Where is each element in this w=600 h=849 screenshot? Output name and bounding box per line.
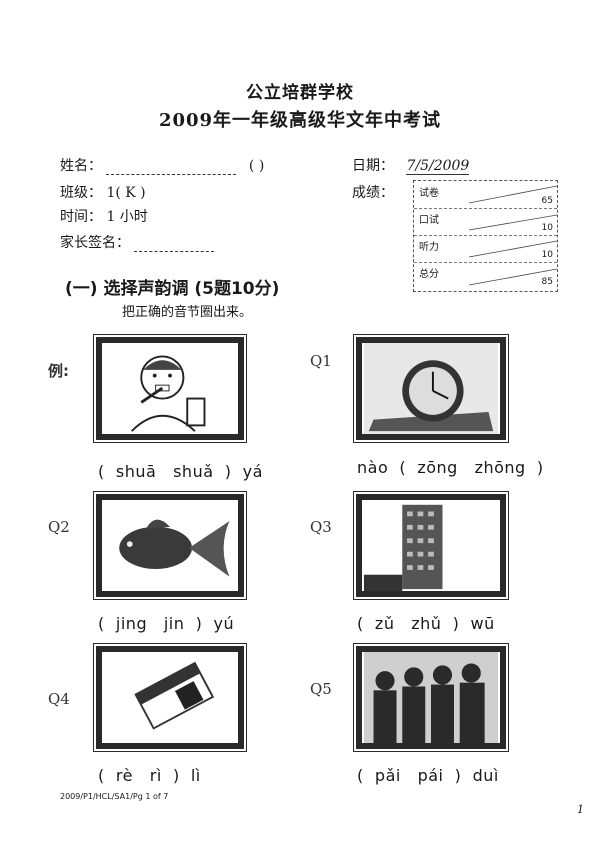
goldfish-icon (119, 519, 230, 577)
time-value: 1 小时 (106, 209, 148, 225)
parent-signature-label: 家长签名： (60, 235, 130, 251)
example-label: 例: (48, 362, 69, 380)
name-line: 姓名： ( ) (60, 155, 264, 175)
name-label: 姓名： (60, 158, 102, 174)
score-row-total: 总分 85 (419, 269, 553, 287)
time-line: 时间： 1 小时 (60, 206, 148, 226)
q5-label: Q5 (310, 680, 332, 698)
q1-pinyin: nào ( zōng zhōng ) (357, 458, 544, 477)
section-title: (一) 选择声韵调 (5题10分) (65, 279, 280, 299)
q4-label: Q4 (48, 690, 70, 708)
apartment-building-icon (363, 504, 443, 591)
class-line: 班级： 1( K ) (60, 182, 146, 202)
q1-label: Q1 (310, 352, 332, 370)
exam-title: 2009年一年级高级华文年中考试 (158, 110, 442, 131)
q3-picture-building (353, 491, 509, 600)
toothbrush-boy-icon (131, 355, 206, 432)
score-row-listening: 听力 10 (414, 235, 557, 263)
class-label: 班级： (60, 185, 102, 201)
q3-pinyin: ( zǔ zhǔ ) wū (357, 614, 495, 633)
score-table: 试卷 65 口试 10 听力 10 总分 85 (413, 180, 558, 292)
date-label: 日期： (352, 158, 394, 174)
page-footer-code: 2009/P1/HCL/SA1/Pg 1 of 7 (60, 792, 169, 801)
q2-label: Q2 (48, 518, 70, 536)
score-row-oral: 口试 10 (414, 208, 557, 236)
date-line: 日期： 7/5/2009 (352, 155, 470, 175)
q2-picture-goldfish (93, 491, 247, 600)
q5-picture-queue (353, 643, 509, 752)
score-slash-lines (468, 185, 557, 286)
date-value: 7/5/2009 (406, 158, 470, 175)
q2-pinyin: ( jing jin ) yú (98, 614, 235, 633)
school-name: 公立培群学校 (246, 83, 354, 103)
example-pinyin: ( shuā shuǎ ) yá (98, 462, 263, 481)
example-picture-toothbrushing (93, 334, 247, 443)
people-queue-icon (363, 652, 499, 743)
score-label: 成绩： (352, 185, 394, 201)
q3-label: Q3 (310, 518, 332, 536)
q4-picture-calendar (93, 643, 247, 752)
time-label: 时间： (60, 209, 102, 225)
alarm-clock-icon (363, 343, 499, 434)
name-blank (106, 158, 237, 175)
q1-picture-clock (353, 334, 509, 443)
page-number-mark: 1 (577, 803, 584, 816)
q5-pinyin: ( pǎi pái ) duì (357, 766, 499, 785)
parent-signature-line: 家长签名： (60, 232, 215, 252)
name-paren: ( ) (248, 158, 265, 174)
class-value: 1( K ) (106, 185, 146, 201)
score-row-paper: 试卷 65 (414, 181, 557, 209)
q4-pinyin: ( rè rì ) lì (98, 766, 201, 785)
calendar-icon (134, 661, 215, 730)
parent-signature-blank (134, 235, 215, 252)
section-instruction: 把正确的音节圈出来。 (122, 305, 253, 320)
